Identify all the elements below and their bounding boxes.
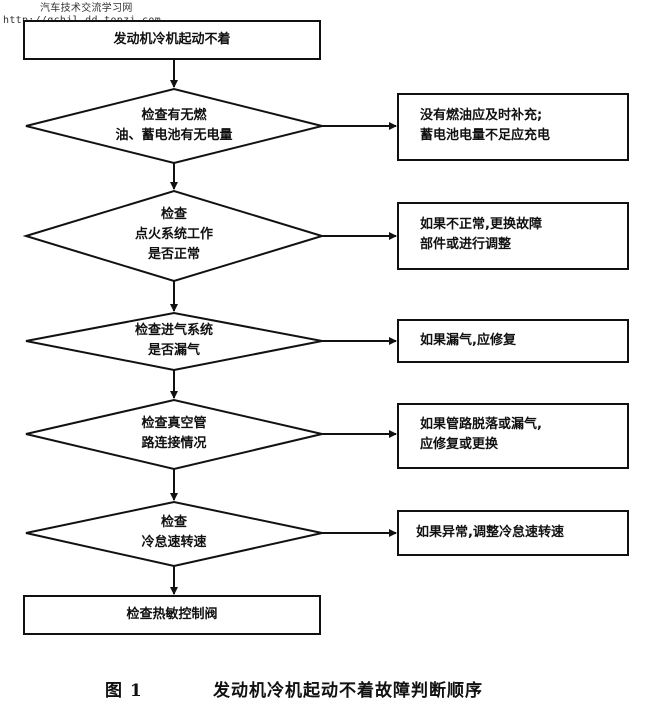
- end-box: [23, 595, 321, 635]
- decision-5-label: 检查 冷怠速转速: [141, 515, 207, 550]
- action-1-label: 没有燃油应及时补充; 蓄电池电量不足应充电: [420, 108, 551, 143]
- action-5-label: 如果异常,调整冷怠速转速: [416, 525, 564, 540]
- decision-2-label: 检查 点火系统工作 是否正常: [134, 207, 213, 262]
- action-3-label: 如果漏气,应修复: [420, 333, 516, 348]
- action-box: [397, 510, 629, 556]
- start-box: [23, 20, 321, 60]
- decision-4-label: 检查真空管 路连接情况: [141, 416, 207, 451]
- action-box: [397, 319, 629, 363]
- watermark-site-name: 汽车技术交流学习网: [40, 3, 133, 14]
- decision-3-label: 检查进气系统 是否漏气: [134, 323, 213, 358]
- action-box: [397, 202, 629, 270]
- action-2-label: 如果不正常,更换故障 部件或进行调整: [420, 217, 542, 252]
- end-label: 检查热敏控制阀: [126, 607, 218, 622]
- figure-title: 发动机冷机起动不着故障判断顺序: [213, 681, 483, 701]
- start-label: 发动机冷机起动不着: [113, 32, 231, 47]
- decision-1-label: 检查有无燃 油、蓄电池有无电量: [115, 108, 233, 143]
- action-box: [397, 403, 629, 469]
- action-4-label: 如果管路脱落或漏气, 应修复或更换: [420, 417, 542, 452]
- action-box: [397, 93, 629, 161]
- figure-number: 图 1: [105, 681, 143, 701]
